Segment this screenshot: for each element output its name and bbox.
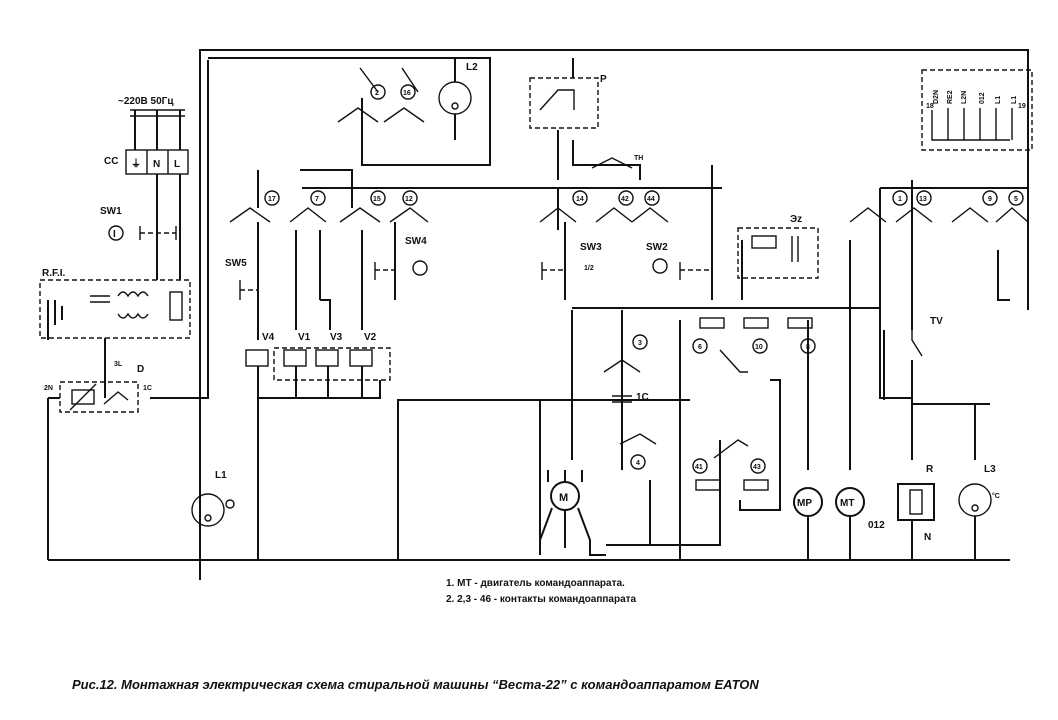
p-label: P (600, 74, 607, 85)
contact-7: 7 (315, 196, 319, 203)
contact-13: 13 (919, 196, 927, 203)
node-3l: 3L (114, 361, 123, 368)
small-motors: MP MT 012 (793, 487, 885, 560)
pin-label: D2N (933, 90, 940, 104)
door-lock: D 2N 1C (44, 364, 152, 413)
heater-section: TV R N L3 °C (883, 300, 1000, 560)
d-label: D (137, 364, 144, 375)
sw3-sub: 1/2 (584, 265, 594, 272)
contacts-row (229, 190, 1029, 223)
l3-unit: °C (992, 492, 1000, 500)
figure-caption: Рис.12. Монтажная электрическая схема ст… (72, 677, 759, 692)
contact-10: 10 (755, 344, 763, 351)
pin-label: RE2 (947, 90, 954, 104)
mp-label: MP (797, 498, 812, 509)
power-input: ~220В 50Гц CC ⏚ N L SW1 I (100, 96, 189, 280)
note-2: 2. 2,3 - 46 - контакты командоаппарата (446, 594, 637, 605)
contact-42: 42 (621, 196, 629, 203)
contact-4: 4 (636, 460, 640, 467)
node-1c: 1C (143, 385, 152, 392)
mt-label: MT (840, 498, 854, 509)
contact-16: 16 (403, 90, 411, 97)
terminal-l: L (174, 159, 180, 170)
rfi-filter: R.F.I. 3L (39, 268, 191, 398)
contacts-top: L2 (337, 58, 478, 140)
contact-6: 6 (698, 344, 702, 351)
motor-label: M (559, 492, 568, 504)
valves: V4 V1 V3 V2 (245, 230, 391, 560)
mt-sub: 012 (868, 520, 885, 531)
sw2-label: SW2 (646, 242, 668, 253)
pressure-relay: P TH (529, 58, 643, 169)
note-1: 1. МТ - двигатель командоаппарата. (446, 578, 625, 589)
contact-44: 44 (647, 196, 655, 203)
contact-12: 12 (405, 196, 413, 203)
pin-19: 19 (1018, 103, 1026, 110)
pin-label: 012 (979, 92, 986, 104)
capacitor-1c: 1C (636, 392, 649, 403)
valve-v4: V4 (262, 332, 275, 343)
terminal-n: N (153, 159, 160, 170)
contacts-column: 1C (603, 334, 657, 470)
sw3-label: SW3 (580, 242, 602, 253)
contact-8: 8 (806, 344, 810, 351)
contact-14: 14 (576, 196, 584, 203)
contact-43: 43 (753, 464, 761, 471)
contact-1: 1 (898, 196, 902, 203)
supply-label: ~220В 50Гц (118, 96, 174, 107)
contact-5: 5 (1014, 196, 1018, 203)
sw1-label: SW1 (100, 206, 122, 217)
l2-label: L2 (466, 62, 478, 73)
contact-17: 17 (268, 196, 276, 203)
ez-label: Эz (790, 214, 802, 225)
bus-wires (47, 49, 1029, 580)
contact-9: 9 (988, 196, 992, 203)
l3-label: L3 (984, 464, 996, 475)
sw5-label: SW5 (225, 258, 247, 269)
rfi-label: R.F.I. (42, 268, 66, 279)
pin-label: L1 (995, 96, 1002, 104)
lamp-l1: L1 (191, 470, 235, 527)
terminal-block-top-right: D2N RE2 L2N 012 L1 L1 18 19 (921, 69, 1033, 151)
ez-block: Эz (737, 214, 819, 279)
l1-label: L1 (215, 470, 227, 481)
pin-18: 18 (926, 103, 934, 110)
sw4-label: SW4 (405, 236, 427, 247)
contact-2: 2 (375, 90, 379, 97)
pin-label: L1 (1011, 96, 1018, 104)
tv-label: TV (930, 316, 943, 327)
pin-label: L2N (961, 91, 968, 104)
switches: SW5 SW4 SW3 1/2 SW2 (225, 165, 743, 340)
contact-3: 3 (638, 340, 642, 347)
node-2n: 2N (44, 385, 53, 392)
valve-v1: V1 (298, 332, 311, 343)
contact-41: 41 (695, 464, 703, 471)
cc-label: CC (104, 156, 118, 167)
contact-numbers: 2 16 17 7 15 12 14 42 44 1 13 9 5 6 10 8… (268, 90, 1018, 471)
valve-v2: V2 (364, 332, 377, 343)
terminal-earth: ⏚ (131, 158, 141, 170)
sw1-mark: I (113, 229, 116, 240)
r-label: R (926, 464, 934, 475)
contacts-right (692, 317, 816, 491)
contact-15: 15 (373, 196, 381, 203)
valve-v3: V3 (330, 332, 343, 343)
n-label: N (924, 532, 931, 543)
drum-motor: M (539, 470, 606, 556)
th-label: TH (634, 155, 643, 162)
